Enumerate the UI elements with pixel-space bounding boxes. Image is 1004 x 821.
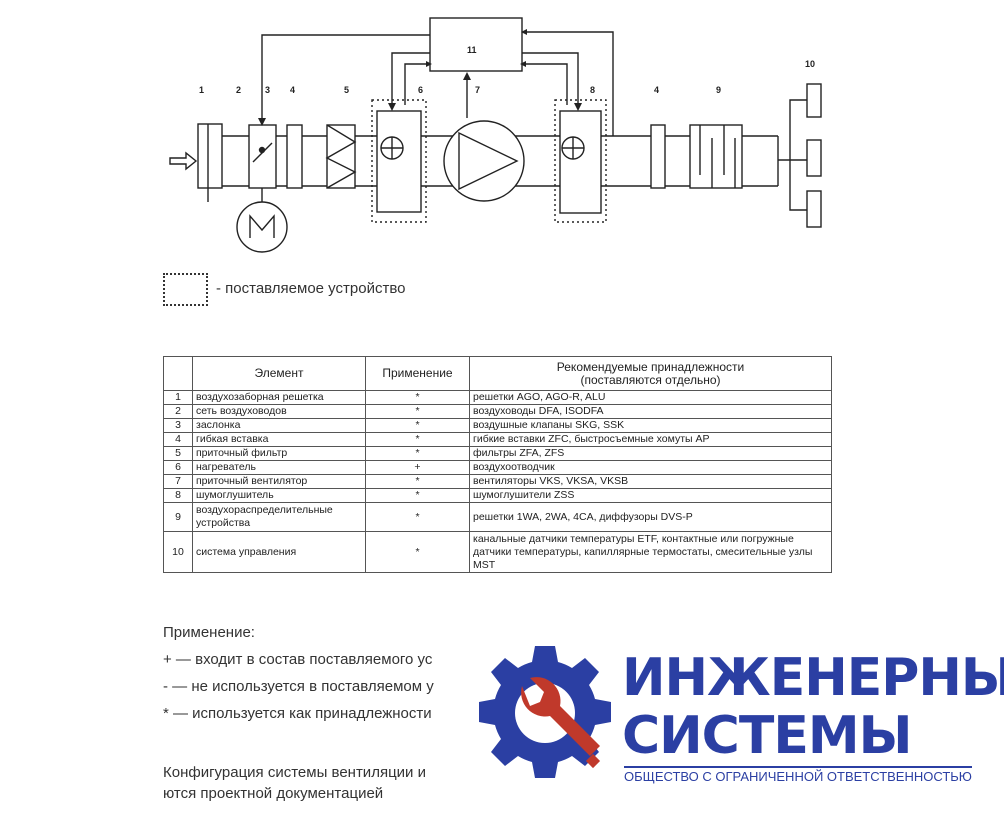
row-element: система управления — [192, 531, 366, 573]
table-row: 3 заслонка * воздушные клапаны SKG, SSK — [163, 418, 832, 433]
row-application: * — [365, 446, 470, 461]
table-row: 2 сеть воздуховодов * воздуховоды DFA, I… — [163, 404, 832, 419]
row-accessories: вентиляторы VKS, VKSA, VKSB — [469, 474, 832, 489]
label-4a: 4 — [290, 85, 295, 95]
label-6: 6 — [418, 85, 423, 95]
row-accessories: канальные датчики температуры ETF, конта… — [469, 531, 832, 573]
row-application: * — [365, 474, 470, 489]
legend-dotted-box — [163, 273, 208, 306]
row-accessories: гибкие вставки ZFC, быстросъемные хомуты… — [469, 432, 832, 447]
row-accessories: решетки AGO, AGO-R, ALU — [469, 390, 832, 405]
row-application: * — [365, 418, 470, 433]
row-application: + — [365, 460, 470, 475]
row-num: 1 — [163, 390, 193, 405]
row-num: 2 — [163, 404, 193, 419]
elements-table: Элемент Применение Рекомендуемые принадл… — [163, 356, 832, 573]
legend-text: - поставляемое устройство — [216, 280, 406, 297]
row-application: * — [365, 488, 470, 503]
table-header-row: Элемент Применение Рекомендуемые принадл… — [163, 356, 832, 391]
row-num: 3 — [163, 418, 193, 433]
label-5: 5 — [344, 85, 349, 95]
row-application: * — [365, 404, 470, 419]
label-10: 10 — [805, 59, 815, 69]
row-num: 7 — [163, 474, 193, 489]
note-minus: - — не используется в поставляемом у — [163, 678, 434, 695]
row-accessories: воздухоотводчик — [469, 460, 832, 475]
row-application: * — [365, 432, 470, 447]
table-row: 9 воздухораспределительные устройства * … — [163, 502, 832, 532]
table-row: 5 приточный фильтр * фильтры ZFA, ZFS — [163, 446, 832, 461]
row-element: приточный вентилятор — [192, 474, 366, 489]
row-element: воздухораспределительные устройства — [192, 502, 366, 532]
row-element: гибкая вставка — [192, 432, 366, 447]
label-7: 7 — [475, 85, 480, 95]
row-accessories: шумоглушители ZSS — [469, 488, 832, 503]
ventilation-schematic: 1 2 3 4 5 6 7 8 4 9 10 11 — [169, 17, 822, 253]
row-application: * — [365, 502, 470, 532]
row-element: заслонка — [192, 418, 366, 433]
row-num: 10 — [163, 531, 193, 573]
row-element: сеть воздуховодов — [192, 404, 366, 419]
table-row: 1 воздухозаборная решетка * решетки AGO,… — [163, 390, 832, 405]
table-row: 4 гибкая вставка * гибкие вставки ZFC, б… — [163, 432, 832, 447]
row-accessories: воздуховоды DFA, ISODFA — [469, 404, 832, 419]
table-row: 6 нагреватель + воздухоотводчик — [163, 460, 832, 475]
label-9: 9 — [716, 85, 721, 95]
logo-title-line2: СИСТЕМЫ — [622, 706, 912, 766]
logo-title-line1: ИНЖЕНЕРНЫЕ — [622, 648, 1004, 708]
label-3: 3 — [265, 85, 270, 95]
row-application: * — [365, 531, 470, 573]
label-1: 1 — [199, 85, 204, 95]
logo-subtitle: ОБЩЕСТВО С ОГРАНИЧЕННОЙ ОТВЕТСТВЕННОСТЬЮ — [624, 766, 972, 784]
row-num: 8 — [163, 488, 193, 503]
label-2: 2 — [236, 85, 241, 95]
company-logo: ИНЖЕНЕРНЫЕ СИСТЕМЫ ОБЩЕСТВО С ОГРАНИЧЕНН… — [452, 620, 1004, 821]
header-num — [163, 356, 193, 391]
row-num: 4 — [163, 432, 193, 447]
label-4b: 4 — [654, 85, 659, 95]
row-num: 6 — [163, 460, 193, 475]
row-accessories: фильтры ZFA, ZFS — [469, 446, 832, 461]
application-title: Применение: — [163, 624, 255, 641]
row-num: 5 — [163, 446, 193, 461]
config-note: Конфигурация системы вентиляции и ются п… — [163, 762, 426, 804]
note-plus: + — входит в состав поставляемого ус — [163, 651, 433, 668]
note-star: * — используется как принадлежности — [163, 705, 432, 722]
config-line1: Конфигурация системы вентиляции и — [163, 764, 426, 781]
header-element: Элемент — [192, 356, 366, 391]
row-accessories: решетки 1WA, 2WA, 4CA, диффузоры DVS-P — [469, 502, 832, 532]
table-row: 7 приточный вентилятор * вентиляторы VKS… — [163, 474, 832, 489]
row-element: приточный фильтр — [192, 446, 366, 461]
row-element: нагреватель — [192, 460, 366, 475]
table-row: 10 система управления * канальные датчик… — [163, 531, 832, 573]
label-11: 11 — [467, 45, 477, 55]
row-application: * — [365, 390, 470, 405]
header-application: Применение — [365, 356, 470, 391]
row-num: 9 — [163, 502, 193, 532]
row-element: воздухозаборная решетка — [192, 390, 366, 405]
table-row: 8 шумоглушитель * шумоглушители ZSS — [163, 488, 832, 503]
gear-wrench-icon — [479, 646, 611, 778]
config-line2: ются проектной документацией — [163, 785, 384, 802]
row-accessories: воздушные клапаны SKG, SSK — [469, 418, 832, 433]
label-8: 8 — [590, 85, 595, 95]
header-accessories: Рекомендуемые принадлежности (поставляют… — [469, 356, 832, 391]
row-element: шумоглушитель — [192, 488, 366, 503]
header-accessories-line2: (поставляются отдельно) — [580, 372, 721, 387]
header-accessories-line1: Рекомендуемые принадлежности — [556, 359, 745, 374]
